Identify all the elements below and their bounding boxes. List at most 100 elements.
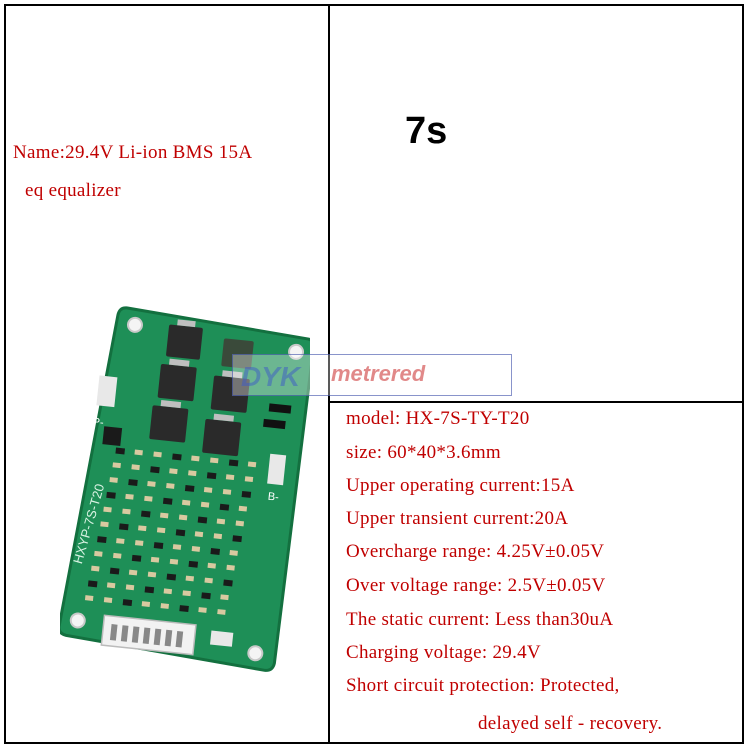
smd-component [97,536,107,544]
smd-component [198,607,207,613]
smd-component [188,560,199,568]
smd-component [194,531,204,538]
pad-right [267,453,287,486]
smd-component [91,565,100,572]
smd-component [179,605,189,613]
spec-over-voltage-range: Over voltage range: 2.5V±0.05V [346,575,606,596]
smd-component [100,521,109,528]
smd-component [94,550,103,557]
smd-component [216,518,226,525]
smd-component [172,544,182,550]
smd-component [160,603,170,609]
smd-component [172,453,182,461]
smd-component [150,466,160,474]
smd-component-grid [84,447,257,615]
mount-hole-bl [69,612,86,629]
smd-component [122,599,133,607]
product-name-line-2: eq equalizer [25,180,121,201]
smd-component [229,550,238,556]
spec-static-current: The static current: Less than30uA [346,609,614,630]
mosfet-4 [210,375,250,413]
product-name-line-1: Name:29.4V Li-ion BMS 15A [13,142,253,163]
smd-component [140,510,151,518]
smd-component [228,459,239,467]
mount-hole-br [247,645,264,662]
smd-component [185,575,195,582]
smd-component [134,449,143,456]
smd-component [153,542,164,549]
smd-component [223,579,233,587]
spec-size: size: 60*40*3.6mm [346,442,501,463]
vertical-divider [328,4,330,744]
smd-component [112,462,121,469]
smd-component [122,508,131,515]
smd-component [191,546,201,552]
horizontal-divider [328,401,744,403]
smd-component [220,594,229,601]
smd-component [222,488,232,495]
smd-component [131,464,140,471]
smd-component [182,590,191,597]
smd-component [159,512,169,519]
smd-component [166,573,177,581]
smd-component [247,461,257,468]
pad-p-label: P- [92,416,105,429]
smd-component [226,564,235,571]
smd-component [166,483,175,489]
smd-component [206,472,217,480]
smd-component [128,479,138,486]
smd-component [235,520,245,527]
smd-component [241,490,252,498]
smd-component [219,503,230,511]
smd-component [238,505,248,512]
smd-component [169,558,179,565]
smd-component [178,514,188,521]
smd-component [169,468,178,475]
smd-component [188,470,197,477]
smd-component [175,529,186,537]
smd-component [162,497,173,505]
smd-component [106,582,116,589]
smd-component [156,527,166,534]
spec-short-circuit-protection: Short circuit protection: Protected, [346,675,620,696]
smd-component [244,476,254,483]
smd-component [144,586,155,594]
spec-short-circuit-recovery: delayed self - recovery. [478,713,663,734]
smd-component [207,562,216,569]
mosfet-6 [202,418,242,457]
smd-component [109,567,120,575]
smd-component [225,474,235,481]
spec-transient-current: Upper transient current:20A [346,508,569,529]
smd-component [210,457,219,464]
smd-component [197,516,208,524]
watermark-text: metrered [331,361,426,386]
smd-component [163,588,173,595]
smd-component [125,584,135,591]
pad-b-label: B- [267,491,280,504]
smd-component [200,501,210,508]
smd-component [116,538,125,544]
mosfet-1 [166,324,203,360]
smd-component [184,485,195,492]
smd-component [103,597,113,603]
smd-component [131,554,142,562]
smd-component [134,540,144,546]
smd-component [213,533,223,540]
smd-component [181,499,191,506]
outer-frame [4,4,744,744]
pad-left [96,375,118,408]
smd-component [125,493,134,500]
smd-component [204,577,213,584]
smd-component [210,548,221,555]
mount-hole-tr [288,343,305,360]
spec-model: model: HX-7S-TY-T20 [346,408,530,429]
smd-component [201,592,211,600]
smd-component [87,580,98,588]
mosfet-2 [221,338,254,370]
smd-component [119,523,129,531]
mount-hole-tl [126,316,143,333]
smd-component [106,491,116,499]
smd-component [103,506,112,513]
smd-component [150,556,160,563]
smd-component [147,481,156,487]
